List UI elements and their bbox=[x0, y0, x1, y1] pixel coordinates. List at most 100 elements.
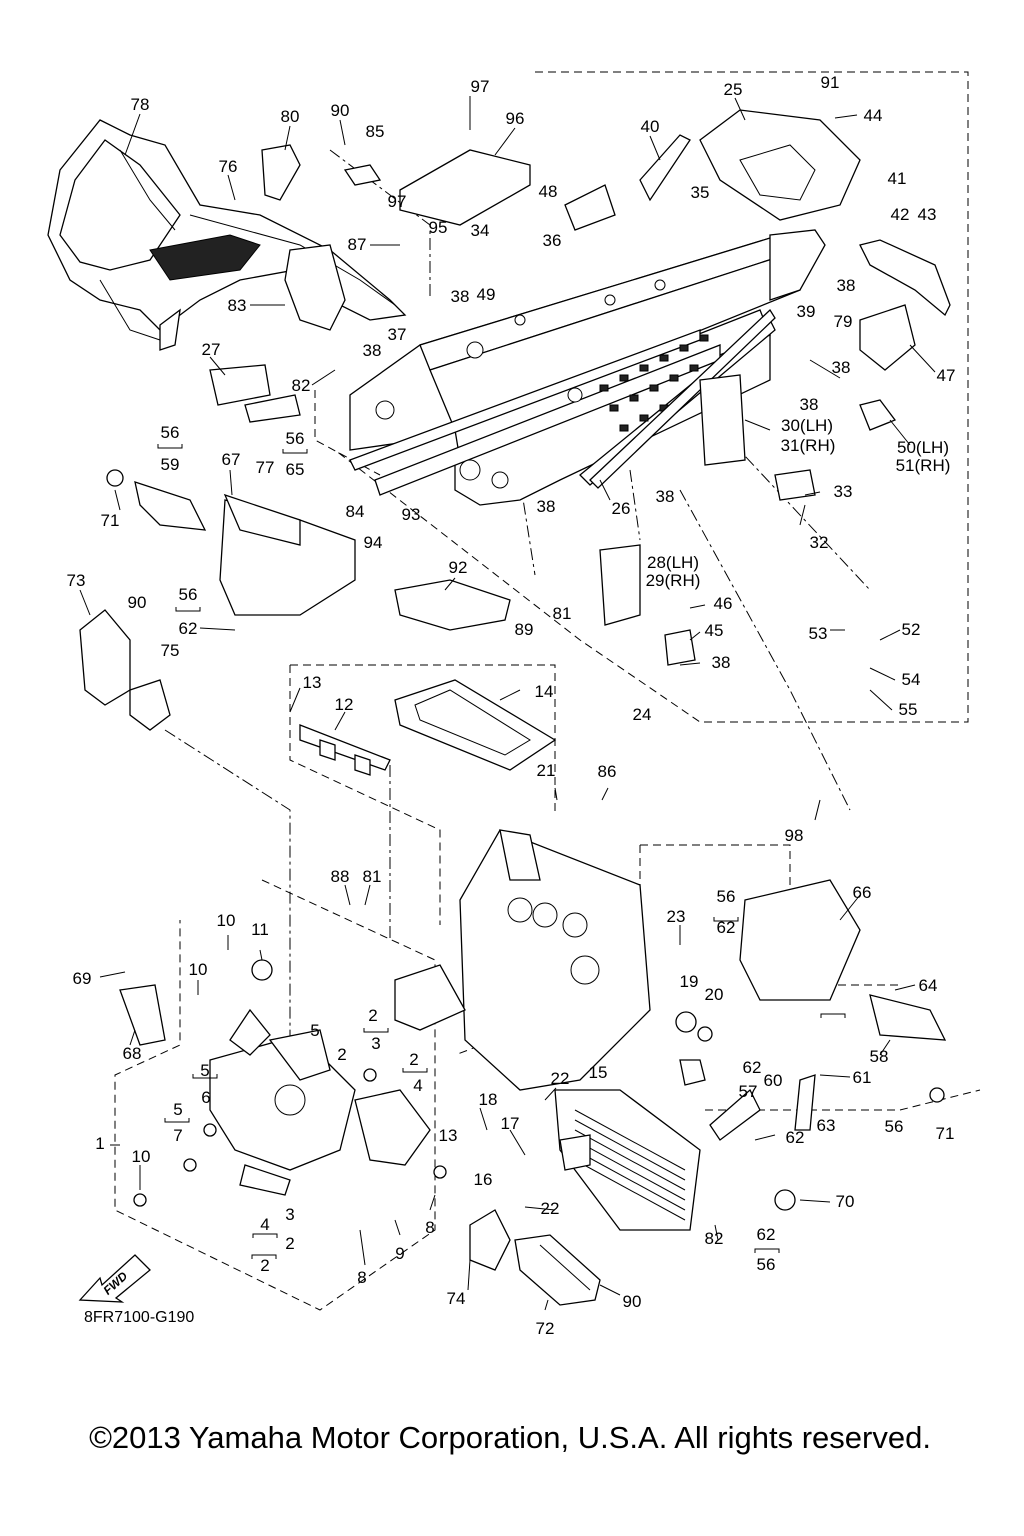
callout-label: 62 bbox=[179, 619, 198, 638]
callout-label: 8 bbox=[425, 1218, 434, 1237]
callout-label: 32 bbox=[810, 533, 829, 552]
callout-label: 38 bbox=[363, 341, 382, 360]
callout-label: 89 bbox=[515, 620, 534, 639]
callout-label: 1 bbox=[95, 1134, 104, 1153]
callout-label: 53 bbox=[809, 624, 828, 643]
callout-label: 4 bbox=[260, 1215, 269, 1234]
callout-label: 78 bbox=[131, 95, 150, 114]
callout-label: 68 bbox=[123, 1044, 142, 1063]
callout-label: 62 bbox=[757, 1225, 776, 1244]
callout-label: 38 bbox=[656, 487, 675, 506]
callout-label: 38 bbox=[837, 276, 856, 295]
callout-label: 81 bbox=[553, 604, 572, 623]
callout-label: 73 bbox=[67, 571, 86, 590]
callout-label: 66 bbox=[853, 883, 872, 902]
callout-label: 46 bbox=[714, 594, 733, 613]
callout-label: 5 bbox=[310, 1021, 319, 1040]
callout-label: 98 bbox=[785, 826, 804, 845]
callout-label: 20 bbox=[705, 985, 724, 1004]
callout-label: 2 bbox=[285, 1234, 294, 1253]
callout-label: 23 bbox=[667, 907, 686, 926]
callout-label: 95 bbox=[429, 218, 448, 237]
callout-label: 88 bbox=[331, 867, 350, 886]
callout-label: 80 bbox=[281, 107, 300, 126]
fwd-arrow: FWD bbox=[78, 1254, 151, 1303]
callout-label: 17 bbox=[501, 1114, 520, 1133]
callout-label: 97 bbox=[471, 77, 490, 96]
callout-label: 90 bbox=[128, 593, 147, 612]
parts-top-left bbox=[209, 144, 382, 423]
callout-label: 10 bbox=[189, 960, 208, 979]
callout-label: 94 bbox=[364, 533, 383, 552]
callout-label: 22 bbox=[541, 1199, 560, 1218]
callout-label: 38 bbox=[832, 358, 851, 377]
callout-label: 90 bbox=[331, 101, 350, 120]
parts-top-plates bbox=[399, 109, 951, 666]
callout-label: 11 bbox=[251, 920, 269, 939]
callout-label: 13 bbox=[303, 673, 322, 692]
callout-label: 90 bbox=[623, 1292, 642, 1311]
callout-label: 30(LH) bbox=[781, 416, 833, 435]
callout-label: 24 bbox=[633, 705, 652, 724]
callout-label: 26 bbox=[612, 499, 631, 518]
callout-label: 9 bbox=[395, 1244, 404, 1263]
callout-label: 36 bbox=[543, 231, 562, 250]
callout-label: 38 bbox=[451, 287, 470, 306]
callout-label: 82 bbox=[705, 1229, 724, 1248]
callout-label: 22 bbox=[551, 1069, 570, 1088]
callout-label: 55 bbox=[899, 700, 918, 719]
parts-bottom bbox=[469, 1134, 601, 1306]
callout-label: 19 bbox=[680, 972, 699, 991]
callout-label: 67 bbox=[222, 450, 241, 469]
callout-label: 70 bbox=[836, 1192, 855, 1211]
callout-label: 2 bbox=[260, 1256, 269, 1275]
callout-label: 76 bbox=[219, 157, 238, 176]
callout-label: 34 bbox=[471, 221, 490, 240]
callout-label: 43 bbox=[918, 205, 937, 224]
callout-label: 33 bbox=[834, 482, 853, 501]
callout-label: 40 bbox=[641, 117, 660, 136]
callout-label: 45 bbox=[705, 621, 724, 640]
callout-label: 13 bbox=[439, 1126, 458, 1145]
callout-label: 38 bbox=[800, 395, 819, 414]
callout-label: 56 bbox=[179, 585, 198, 604]
callout-label: 54 bbox=[902, 670, 921, 689]
callout-label: 87 bbox=[348, 235, 367, 254]
callout-label: 41 bbox=[888, 169, 907, 188]
callout-label: 10 bbox=[132, 1147, 151, 1166]
callout-label: 38 bbox=[712, 653, 731, 672]
callout-label: 49 bbox=[477, 285, 496, 304]
callout-label: 62 bbox=[743, 1058, 762, 1077]
callout-label: 7 bbox=[173, 1126, 182, 1145]
parts-left-side bbox=[79, 469, 511, 731]
callout-label: 21 bbox=[537, 761, 556, 780]
callout-label: 82 bbox=[292, 376, 311, 395]
callout-label: 56 bbox=[286, 429, 305, 448]
callout-label: 57 bbox=[739, 1082, 758, 1101]
callout-label: 27 bbox=[202, 340, 221, 359]
parts-middle bbox=[299, 679, 557, 776]
callout-label: 25 bbox=[724, 80, 743, 99]
callout-label: 42 bbox=[891, 205, 910, 224]
leader-lines bbox=[79, 96, 936, 1311]
callout-label: 37 bbox=[388, 325, 407, 344]
callout-label: 2 bbox=[409, 1050, 418, 1069]
callout-label: 3 bbox=[371, 1034, 380, 1053]
callout-label: 39 bbox=[797, 302, 816, 321]
callout-label: 52 bbox=[902, 620, 921, 639]
callout-label: 8 bbox=[357, 1268, 366, 1287]
callout-label: 56 bbox=[717, 887, 736, 906]
callout-label: 44 bbox=[864, 106, 883, 125]
callout-label: 51(RH) bbox=[896, 456, 951, 475]
callout-label: 71 bbox=[101, 511, 120, 530]
callout-label: 18 bbox=[479, 1090, 498, 1109]
callout-label: 56 bbox=[885, 1117, 904, 1136]
callout-label: 5 bbox=[173, 1100, 182, 1119]
callout-label: 58 bbox=[870, 1047, 889, 1066]
callout-label: 62 bbox=[786, 1128, 805, 1147]
callout-label: 31(RH) bbox=[781, 436, 836, 455]
callout-label: 75 bbox=[161, 641, 180, 660]
callout-label: 3 bbox=[285, 1205, 294, 1224]
